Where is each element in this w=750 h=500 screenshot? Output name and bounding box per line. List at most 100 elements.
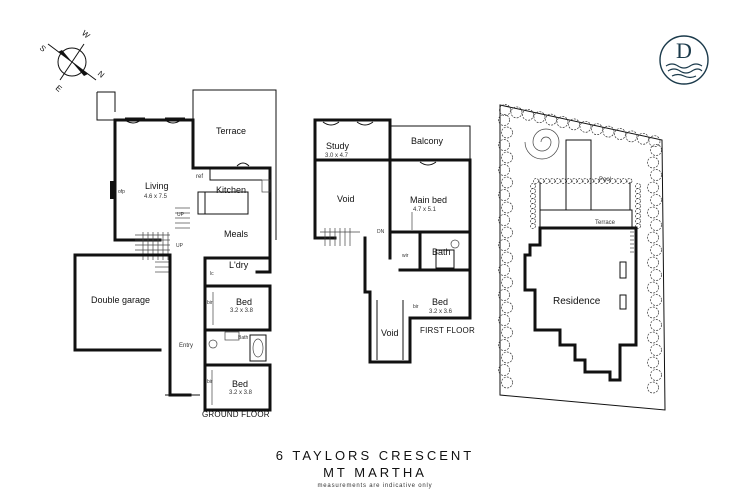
gf-garage-label: Double garage xyxy=(91,295,151,305)
tree-canopy-icon xyxy=(530,223,536,229)
tree-canopy-icon xyxy=(498,314,510,326)
tree-canopy-icon xyxy=(635,208,641,214)
ff-bed-size: 3.2 x 3.6 xyxy=(429,309,453,315)
gf-bed1-label: Bed xyxy=(236,297,253,307)
gf-meals-label: Meals xyxy=(224,229,249,239)
tree-canopy-icon xyxy=(635,218,641,224)
tree-canopy-icon xyxy=(501,176,513,189)
tree-canopy-icon xyxy=(591,123,603,136)
tree-canopy-icon xyxy=(530,193,536,199)
tree-canopy-icon xyxy=(593,178,600,184)
tree-canopy-icon xyxy=(530,213,536,219)
tree-canopy-icon xyxy=(498,189,510,201)
tree-canopy-icon xyxy=(647,381,659,394)
tree-canopy-icon xyxy=(560,178,567,184)
tree-canopy-icon xyxy=(621,178,627,184)
tree-canopy-icon xyxy=(566,178,572,184)
tree-canopy-icon xyxy=(498,139,510,151)
tree-canopy-icon xyxy=(501,351,513,364)
tree-canopy-icon xyxy=(498,289,510,301)
gf-lc-label: lc xyxy=(210,271,214,277)
ff-dn-label: DN xyxy=(377,229,385,235)
tree-canopy-icon xyxy=(499,104,511,116)
property-address-line2: MT MARTHA xyxy=(323,465,427,480)
tree-canopy-icon xyxy=(533,111,546,124)
gf-bed2-label: Bed xyxy=(232,379,249,389)
gf-living-label: Living xyxy=(145,181,169,191)
tree-canopy-icon xyxy=(647,181,659,194)
tree-canopy-icon xyxy=(602,125,615,138)
tree-canopy-icon xyxy=(501,251,513,264)
tree-canopy-icon xyxy=(635,193,641,199)
tree-canopy-icon xyxy=(650,369,662,381)
tree-canopy-icon xyxy=(648,135,661,148)
ff-bir-label: bir xyxy=(413,304,419,310)
tree-canopy-icon xyxy=(538,178,545,184)
site-residence-label: Residence xyxy=(553,296,601,307)
ff-bed-label: Bed xyxy=(432,297,449,307)
site-pool-label: Pool xyxy=(599,177,612,183)
gf-entry-label: Entry xyxy=(179,343,194,349)
tree-canopy-icon xyxy=(530,198,536,204)
tree-canopy-icon xyxy=(637,132,649,145)
tree-canopy-icon xyxy=(582,178,589,184)
gf-bir2-label: bir xyxy=(207,379,213,385)
ff-main-bed-size: 4.7 x 5.1 xyxy=(413,207,437,213)
tree-canopy-icon xyxy=(610,178,616,184)
gf-bir1-label: bir xyxy=(207,300,213,306)
gf-kitchen-label: Kitchen xyxy=(216,185,247,195)
gf-laundry-label: L'dry xyxy=(229,260,249,270)
ff-void2-label: Void xyxy=(381,328,399,338)
gf-ref-label: ref xyxy=(196,174,204,180)
brand-letter: D xyxy=(676,38,692,63)
tree-canopy-icon xyxy=(571,178,578,184)
ff-void1-label: Void xyxy=(337,194,355,204)
tree-canopy-icon xyxy=(498,214,510,226)
gf-bed2-size: 3.2 x 3.8 xyxy=(229,390,253,396)
tree-canopy-icon xyxy=(650,294,662,306)
tree-canopy-icon xyxy=(650,169,662,181)
tree-canopy-icon xyxy=(647,281,659,294)
tree-canopy-icon xyxy=(647,331,659,344)
tree-canopy-icon xyxy=(650,269,662,281)
tree-canopy-icon xyxy=(650,344,662,356)
tree-canopy-icon xyxy=(635,183,641,189)
tree-canopy-icon xyxy=(647,231,659,244)
tree-canopy-icon xyxy=(579,120,592,133)
gf-up-label-1: UP xyxy=(177,212,184,218)
gf-living-size: 4.6 x 7.5 xyxy=(144,194,168,200)
tree-canopy-icon xyxy=(510,106,523,119)
tree-canopy-icon xyxy=(530,218,536,224)
brand-logo-icon xyxy=(659,35,709,85)
tree-canopy-icon xyxy=(501,301,513,314)
tree-canopy-icon xyxy=(530,208,536,214)
tree-canopy-icon xyxy=(530,183,536,189)
tree-canopy-icon xyxy=(647,356,659,369)
gf-terrace-label: Terrace xyxy=(216,126,247,136)
tree-canopy-icon xyxy=(501,151,513,164)
ff-study-label: Study xyxy=(326,141,350,151)
ground-floor-label: GROUND FLOOR xyxy=(202,410,270,419)
tree-canopy-icon xyxy=(604,178,611,184)
site-terrace-label: Terrace xyxy=(595,220,616,226)
tree-canopy-icon xyxy=(650,319,662,331)
tree-canopy-icon xyxy=(501,226,513,239)
tree-canopy-icon xyxy=(498,164,510,176)
tree-canopy-icon xyxy=(635,223,641,229)
tree-canopy-icon xyxy=(650,144,662,156)
tree-canopy-icon xyxy=(555,178,561,184)
tree-canopy-icon xyxy=(501,201,513,214)
ff-study-size: 3.0 x 4.7 xyxy=(325,153,349,159)
tree-canopy-icon xyxy=(635,198,641,204)
gf-bed1-size: 3.2 x 3.8 xyxy=(230,308,254,314)
tree-canopy-icon xyxy=(498,339,510,351)
ff-main-bed-label: Main bed xyxy=(410,195,448,205)
tree-canopy-icon xyxy=(498,264,510,276)
tree-canopy-icon xyxy=(625,130,638,143)
tree-canopy-icon xyxy=(533,178,539,184)
tree-canopy-icon xyxy=(614,128,626,140)
